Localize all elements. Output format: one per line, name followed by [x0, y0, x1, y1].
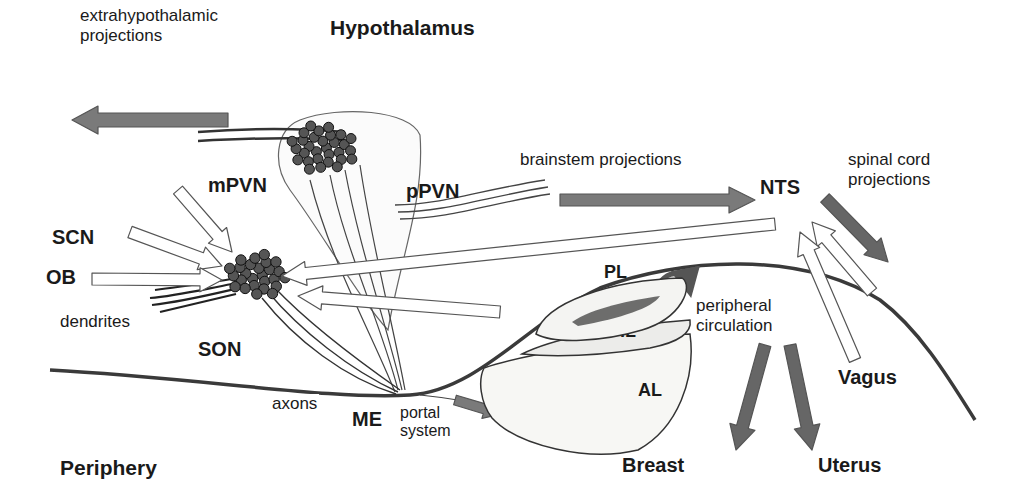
- afferent-arrow: [298, 286, 501, 318]
- neuron-cell: [230, 281, 240, 291]
- lobe-shape: [481, 334, 691, 454]
- projection-arrow: [560, 187, 755, 213]
- region-label: Periphery: [60, 456, 157, 480]
- afferent-arrow: [798, 232, 861, 362]
- lobe-label: PL: [604, 262, 627, 283]
- neuron-cell: [252, 289, 262, 299]
- annotation-text: dendrites: [60, 312, 130, 332]
- afferent-arrow: [282, 218, 776, 285]
- region-label: OB: [46, 266, 76, 289]
- annotation-text: portal system: [400, 404, 460, 441]
- afferent-arrow: [92, 268, 222, 292]
- region-label: Hypothalamus: [330, 16, 475, 40]
- region-label: Uterus: [818, 454, 881, 477]
- neuron-cell: [271, 257, 281, 267]
- neuron-cell: [293, 155, 303, 165]
- annotation-text: extrahypothalamic projections: [80, 6, 230, 45]
- neuron-cell: [324, 122, 334, 132]
- neuron-cell: [332, 162, 342, 172]
- annotation-text: axons: [270, 394, 319, 414]
- axon: [262, 298, 396, 394]
- axon: [360, 165, 405, 390]
- neuron-cell: [316, 162, 326, 172]
- lobe-label: AL: [638, 380, 662, 401]
- region-label: SCN: [52, 226, 94, 249]
- neuron-cell: [240, 283, 250, 293]
- region-label: Vagus: [838, 366, 897, 389]
- dendrite: [160, 294, 236, 312]
- annotation-text: brainstem projections: [520, 150, 682, 170]
- neuron-cell: [267, 288, 277, 298]
- region-label: pPVN: [406, 180, 459, 203]
- afferent-arrow: [128, 226, 222, 269]
- annotation-text: peripheral circulation: [696, 296, 806, 335]
- neuron-cell: [224, 263, 234, 273]
- annotation-text: spinal cord projections: [848, 150, 958, 189]
- region-label: NTS: [760, 176, 800, 199]
- region-label: ME: [350, 408, 384, 431]
- secretion-arrow: [730, 343, 771, 450]
- secretion-arrow: [784, 344, 820, 450]
- neuron-cell: [336, 130, 346, 140]
- neuron-cell: [304, 164, 314, 174]
- neuron-cell: [306, 121, 316, 131]
- neuron-cell: [236, 255, 246, 265]
- neuron-cell: [347, 154, 357, 164]
- neuron-cell: [287, 136, 297, 146]
- lobe-texture: [572, 296, 660, 326]
- posterior-lobe: PL: [532, 262, 692, 344]
- region-label: SON: [198, 338, 241, 361]
- region-label: Breast: [622, 454, 684, 477]
- neuron-cell: [346, 134, 356, 144]
- projection-arrow: [72, 106, 228, 134]
- region-label: mPVN: [208, 174, 267, 197]
- neuron-cell: [259, 249, 269, 259]
- fibre: [395, 180, 545, 205]
